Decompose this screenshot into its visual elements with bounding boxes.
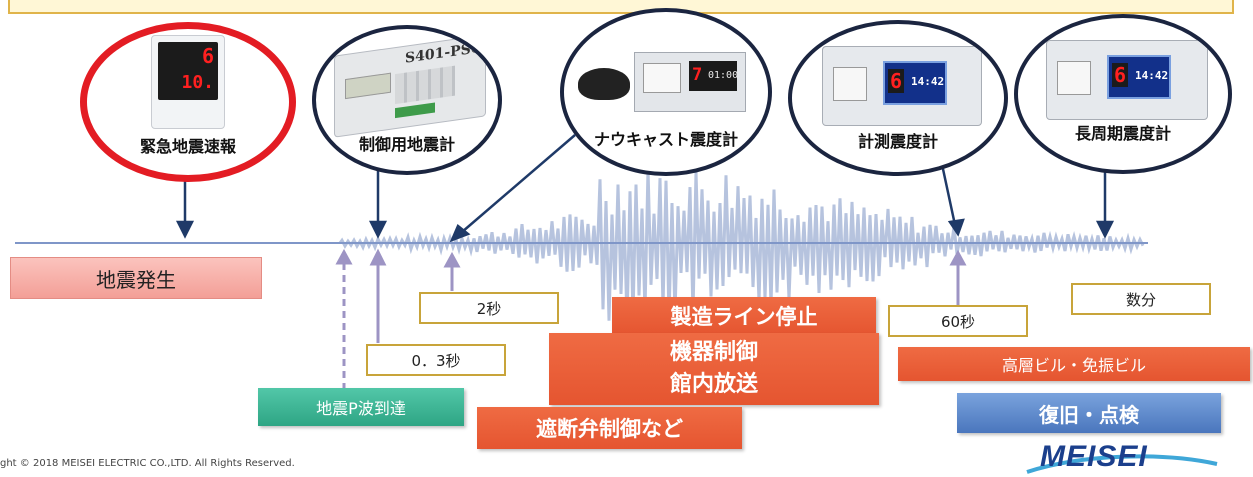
- instrumental-seismometer-device: 6 14:42: [822, 46, 982, 126]
- equipment-control-label: 機器制御: [669, 340, 758, 365]
- arrow-eew-head: [175, 220, 195, 239]
- arrow-0-3s-head: [369, 248, 387, 266]
- time-box-0-3s: 0．3秒: [366, 344, 506, 376]
- device-label-long-period: 長周期震度計: [1074, 124, 1171, 143]
- time-label-0-3s: 0．3秒: [411, 351, 461, 370]
- instrumental-time-readout: 14:42: [911, 75, 945, 88]
- arrow-longperiod-head: [1095, 220, 1115, 239]
- control-model-label: S401-PSC: [405, 39, 482, 67]
- arrow-nowcast-head: [449, 223, 471, 243]
- time-box-2s: 2秒: [419, 292, 559, 324]
- valve-control-label: 遮断弁制御など: [536, 417, 683, 441]
- equipment-control-box: 機器制御 館内放送: [549, 333, 879, 405]
- time-arrows: [335, 248, 967, 390]
- instrumental-ellipse: 6 14:42 計測震度計: [788, 20, 1008, 176]
- nowcast-intensity-readout: 7: [692, 65, 703, 85]
- arrow-60s-head: [949, 249, 967, 266]
- copyright-text: ght © 2018 MEISEI ELECTRIC CO.,LTD. All …: [0, 458, 295, 469]
- line-stop-box: 製造ライン停止: [612, 297, 876, 335]
- arrow-control-head: [368, 220, 388, 239]
- time-label-2s: 2秒: [476, 299, 502, 318]
- device-label-instrumental: 計測震度計: [857, 132, 938, 151]
- p-wave-arrow-head: [335, 248, 353, 265]
- control-seismometer-device: S401-PSC: [334, 34, 486, 138]
- arrow-2s-head: [443, 251, 461, 268]
- nowcast-ellipse: 7 01:00 ナウキャスト震度計: [560, 8, 772, 176]
- p-wave-event-label: 地震P波到達: [316, 399, 406, 418]
- eew-ellipse: 6 10. 緊急地震速報: [80, 22, 296, 182]
- time-label-minutes: 数分: [1125, 290, 1156, 309]
- device-label-control: 制御用地震計: [358, 135, 455, 154]
- long-period-ellipse: 6 14:42 長周期震度計: [1014, 14, 1232, 174]
- top-banner: [8, 0, 1234, 14]
- highrise-label: 高層ビル・免振ビル: [1001, 356, 1146, 375]
- device-label-nowcast: ナウキャスト震度計: [593, 130, 738, 149]
- recovery-box: 復旧・点検: [957, 393, 1221, 433]
- device-label-eew: 緊急地震速報: [139, 137, 236, 156]
- arrow-instrumental-head: [947, 218, 965, 237]
- logo-swoosh: [1026, 454, 1218, 474]
- line-stop-label: 製造ライン停止: [670, 305, 818, 329]
- long-period-time-readout: 14:42: [1135, 69, 1169, 82]
- eew-display-device: 6 10.: [151, 35, 225, 129]
- instrumental-intensity-readout: 6: [888, 69, 905, 93]
- time-label-60s: 60秒: [940, 312, 976, 331]
- time-box-minutes: 数分: [1071, 283, 1211, 315]
- valve-control-box: 遮断弁制御など: [477, 407, 742, 449]
- highrise-box: 高層ビル・免振ビル: [898, 347, 1250, 381]
- eew-intensity-readout: 6: [201, 44, 214, 68]
- time-box-60s: 60秒: [888, 305, 1028, 337]
- recovery-label: 復旧・点検: [1039, 402, 1139, 427]
- earthquake-event-label: 地震発生: [96, 267, 176, 292]
- control-seismometer-ellipse: S401-PSC 制御用地震計: [312, 25, 502, 175]
- eew-seconds-readout: 10.: [181, 72, 214, 93]
- arrow-nowcast: [461, 134, 576, 233]
- long-period-seismometer-device: 6 14:42: [1046, 40, 1208, 120]
- nowcast-time-readout: 01:00: [708, 70, 739, 81]
- earthquake-event-box: 地震発生: [10, 257, 262, 299]
- broadcast-label: 館内放送: [669, 372, 758, 397]
- p-wave-event-box: 地震P波到達: [258, 388, 464, 426]
- long-period-intensity-readout: 6: [1112, 63, 1129, 87]
- meisei-logo: MEISEI: [1040, 440, 1148, 473]
- nowcast-seismometer-device: 7 01:00: [564, 32, 768, 122]
